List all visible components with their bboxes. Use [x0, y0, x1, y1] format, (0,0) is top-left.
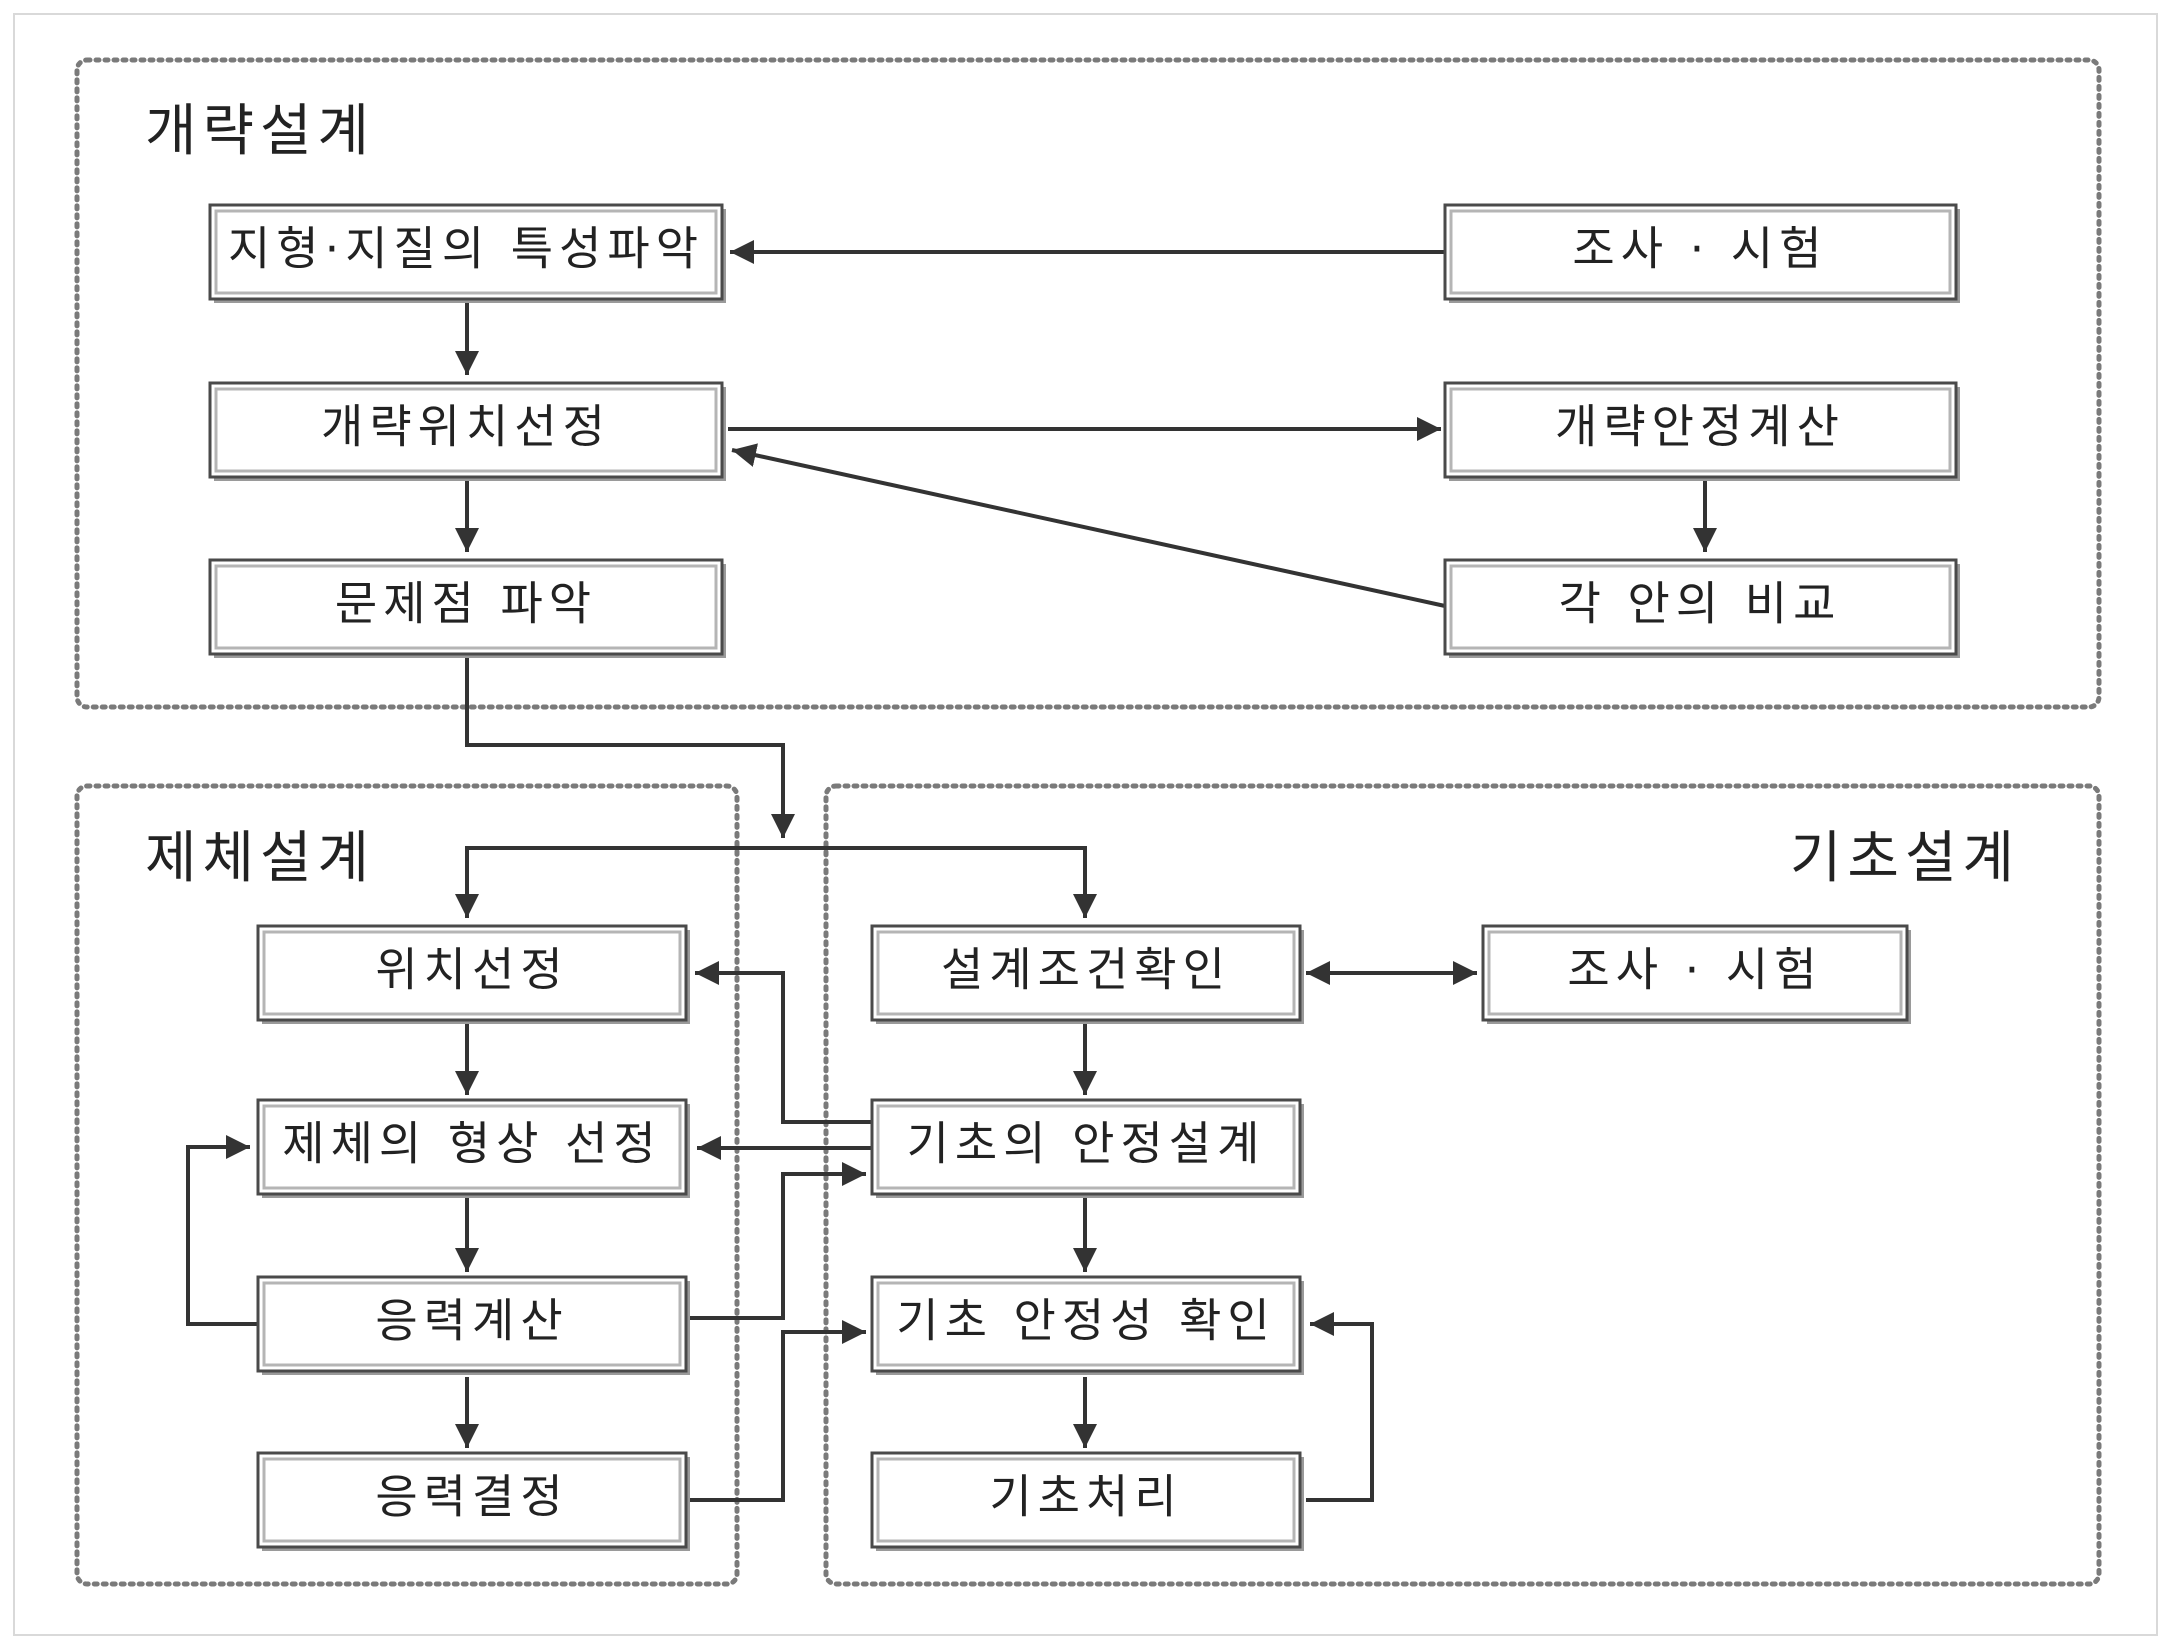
arrow-problem-to-split	[465, 658, 795, 838]
box-stress-calc: 응력계산	[256, 1275, 690, 1375]
box-treatment-label: 기초처리	[989, 1470, 1182, 1524]
arrow-treatment-to-check	[1306, 1312, 1374, 1502]
box-stability-design-label: 기초의 안정설계	[907, 1117, 1266, 1171]
box-stability-rough-label: 개략안정계산	[1555, 400, 1845, 454]
outer-frame	[13, 13, 2158, 1636]
arrow-split-to-condition	[783, 846, 1097, 918]
box-site: 위치선정	[256, 924, 690, 1024]
box-survey-bottom: 조사 · 시험	[1481, 924, 1911, 1024]
box-stress-decide: 응력결정	[256, 1451, 690, 1551]
box-stability-check-label: 기초 안정성 확인	[896, 1294, 1275, 1348]
box-site-label: 위치선정	[375, 943, 568, 997]
box-condition-label: 설계조건확인	[941, 943, 1231, 997]
box-problem-label: 문제점 파악	[335, 577, 597, 631]
box-site-rough: 개략위치선정	[208, 381, 726, 481]
box-problem: 문제점 파악	[208, 558, 726, 658]
arrow-stability-design-to-site	[695, 961, 872, 1124]
arrow-stress-decide-to-check	[690, 1320, 866, 1502]
box-survey-bottom-label: 조사 · 시험	[1567, 943, 1822, 997]
section-title-foundation: 기초설계	[1790, 826, 2020, 891]
box-shape: 제체의 형상 선정	[256, 1098, 690, 1198]
box-treatment: 기초처리	[870, 1451, 1304, 1551]
arrow-compare-to-site-rough	[731, 443, 1446, 608]
section-foundation-design	[823, 783, 2102, 1587]
box-site-rough-label: 개략위치선정	[321, 400, 611, 454]
section-body-design	[74, 783, 740, 1587]
box-stress-calc-label: 응력계산	[375, 1294, 568, 1348]
box-stability-rough: 개략안정계산	[1443, 381, 1960, 481]
arrow-stress-calc-to-shape-loop	[186, 1135, 258, 1326]
box-shape-label: 제체의 형상 선정	[282, 1117, 661, 1171]
box-terrain-label: 지형·지질의 특성파악	[228, 222, 704, 276]
section-title-schematic: 개략설계	[145, 99, 375, 164]
box-condition: 설계조건확인	[870, 924, 1304, 1024]
box-stability-check: 기초 안정성 확인	[870, 1275, 1304, 1375]
section-title-body: 제체설계	[145, 826, 375, 891]
arrow-stress-calc-to-stability-design	[690, 1162, 866, 1320]
arrow-split-to-site	[455, 846, 783, 918]
box-survey-top: 조사 · 시험	[1443, 203, 1960, 303]
box-compare-label: 각 안의 비교	[1559, 577, 1842, 631]
box-stress-decide-label: 응력결정	[375, 1470, 568, 1524]
connectors	[186, 240, 1717, 1502]
box-stability-design: 기초의 안정설계	[870, 1098, 1304, 1198]
section-schematic-design	[74, 57, 2102, 710]
box-survey-top-label: 조사 · 시험	[1572, 222, 1827, 276]
box-terrain: 지형·지질의 특성파악	[208, 203, 726, 303]
box-compare: 각 안의 비교	[1443, 558, 1960, 658]
